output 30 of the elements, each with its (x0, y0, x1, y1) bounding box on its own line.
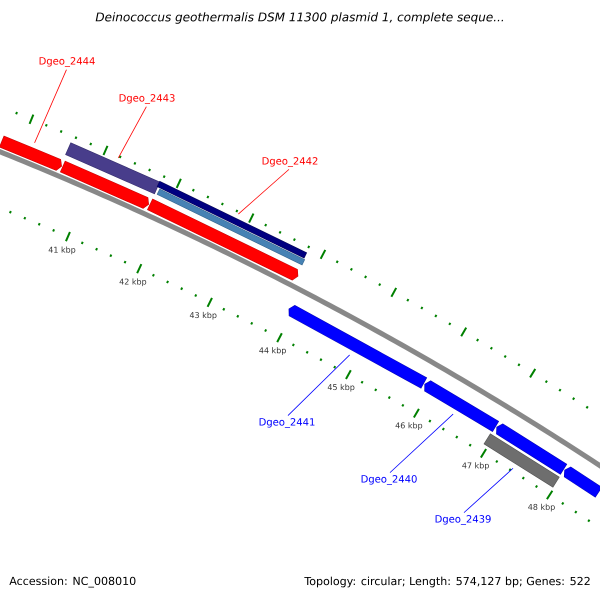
gene-feature (147, 198, 298, 280)
gene-feature (496, 424, 568, 475)
leader-line (390, 414, 454, 473)
leader-line (118, 106, 147, 158)
accession-text: Accession: NC_008010 (9, 576, 136, 588)
scale-label: 48 kbp (527, 503, 556, 512)
gene-label: Dgeo_2439 (436, 515, 491, 525)
scale-label: 44 kbp (258, 346, 288, 356)
gene-label: Dgeo_2444 (40, 57, 95, 67)
scale-label: 41 kbp (48, 246, 76, 255)
gene-feature (65, 142, 160, 194)
scale-label: 47 kbp (461, 462, 490, 471)
scale-label: 43 kbp (188, 311, 218, 320)
scale-label: 46 kbp (394, 422, 424, 431)
scale-label: 45 kbp (326, 383, 356, 392)
leader-line (238, 168, 290, 214)
gene-label: Dgeo_2441 (260, 418, 314, 428)
leader-line (288, 354, 350, 416)
gene-feature (60, 160, 149, 209)
leader-line (34, 69, 67, 144)
gene-label: Dgeo_2443 (120, 94, 175, 104)
gene-feature (424, 380, 500, 432)
scale-label: 42 kbp (118, 278, 148, 287)
gene-label: Dgeo_2440 (362, 475, 417, 485)
leader-line (464, 468, 514, 514)
title: Deinococcus geothermalis DSM 11300 plasmid 1, complete seque... (96, 12, 504, 24)
gene-label: Dgeo_2442 (262, 157, 318, 167)
summary-text: Topology: circular; Length: 574,127 bp; Genes: 522 (304, 576, 590, 588)
gene-feature (564, 466, 600, 498)
gene-feature (0, 136, 62, 171)
